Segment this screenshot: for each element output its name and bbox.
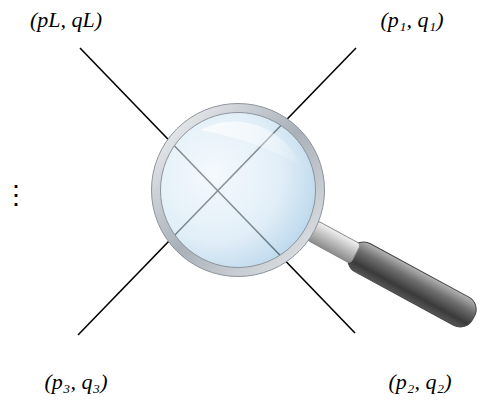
lens-ring bbox=[156, 108, 320, 272]
momentum-label: (pL, qL) bbox=[30, 8, 102, 32]
magnifying-glass bbox=[152, 104, 482, 332]
lens-ring-edge bbox=[152, 104, 325, 277]
momentum-label: (p₃, q₃) bbox=[45, 370, 108, 394]
ellipsis-mark: ⋮ bbox=[3, 182, 29, 211]
momentum-label: (p₂, q₂) bbox=[389, 370, 452, 394]
line bbox=[78, 48, 356, 335]
lens-ring-edge bbox=[161, 113, 316, 268]
handle-grip bbox=[343, 237, 481, 332]
momentum-lines bbox=[78, 48, 356, 335]
momentum-label: (p₁, q₁) bbox=[381, 8, 444, 32]
